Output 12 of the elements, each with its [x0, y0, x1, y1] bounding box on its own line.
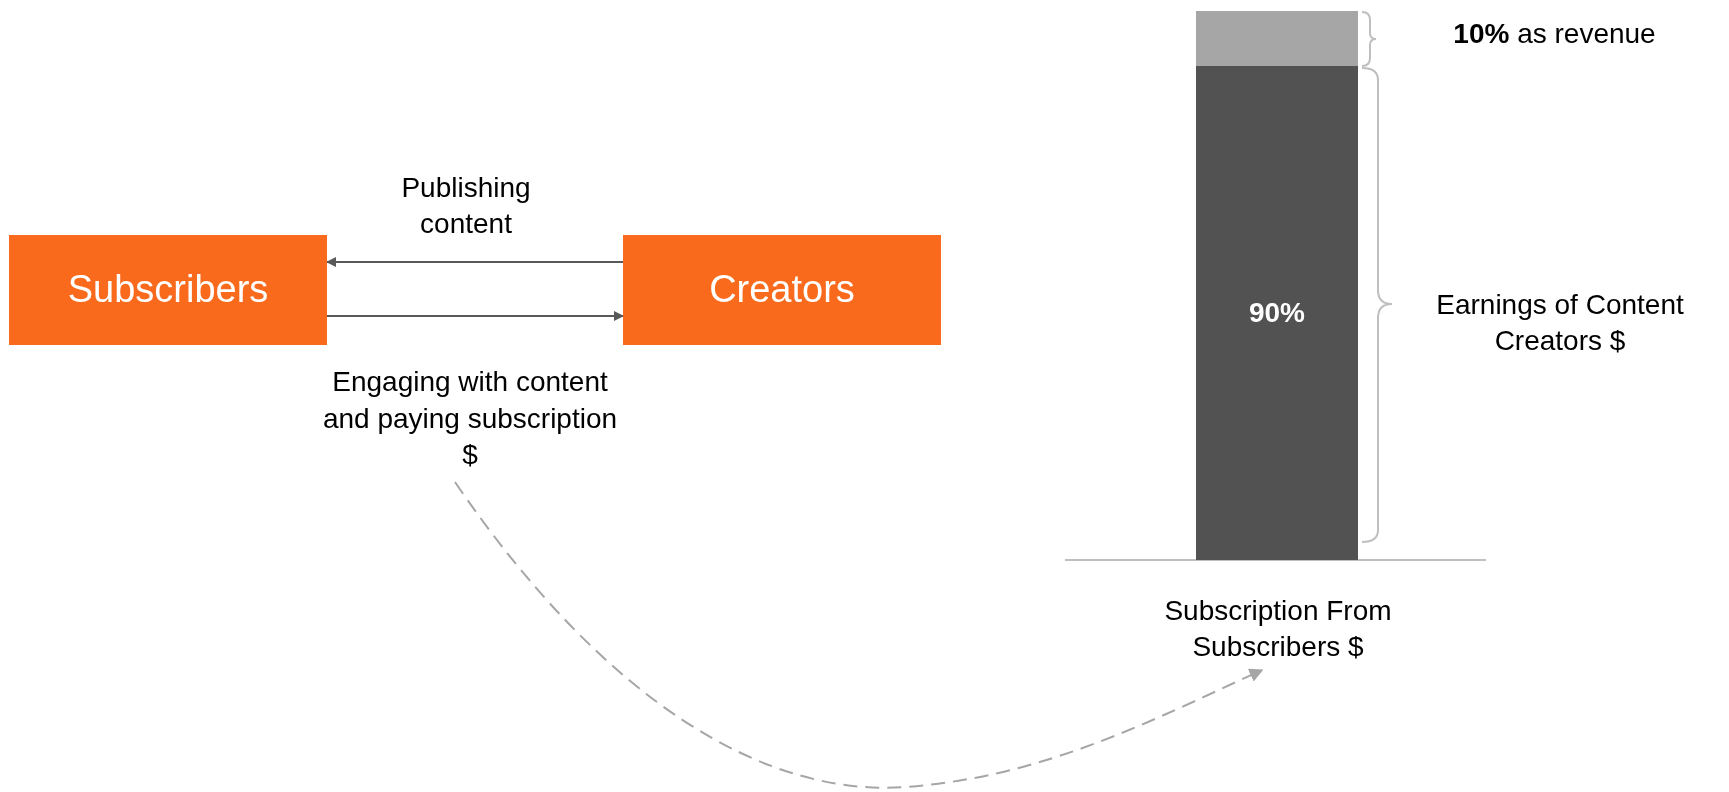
flow-text: Engaging with content and paying subscription $: [320, 356, 620, 482]
entity-box: Subscribers: [9, 235, 327, 345]
bar-segment: [1196, 11, 1358, 66]
arrow: [326, 311, 624, 321]
annotation-text: 10% as revenue: [1452, 17, 1657, 51]
axis-label: Subscription From Subscribers $: [1120, 588, 1436, 670]
dashed-arrow: [454, 481, 1264, 789]
entity-box: Creators: [623, 235, 941, 345]
arrow: [326, 257, 624, 267]
annotation-text: Earnings of Content Creators $: [1435, 288, 1685, 358]
bar-segment: 90%: [1196, 66, 1358, 560]
edge-label: Publishing content: [400, 171, 532, 241]
